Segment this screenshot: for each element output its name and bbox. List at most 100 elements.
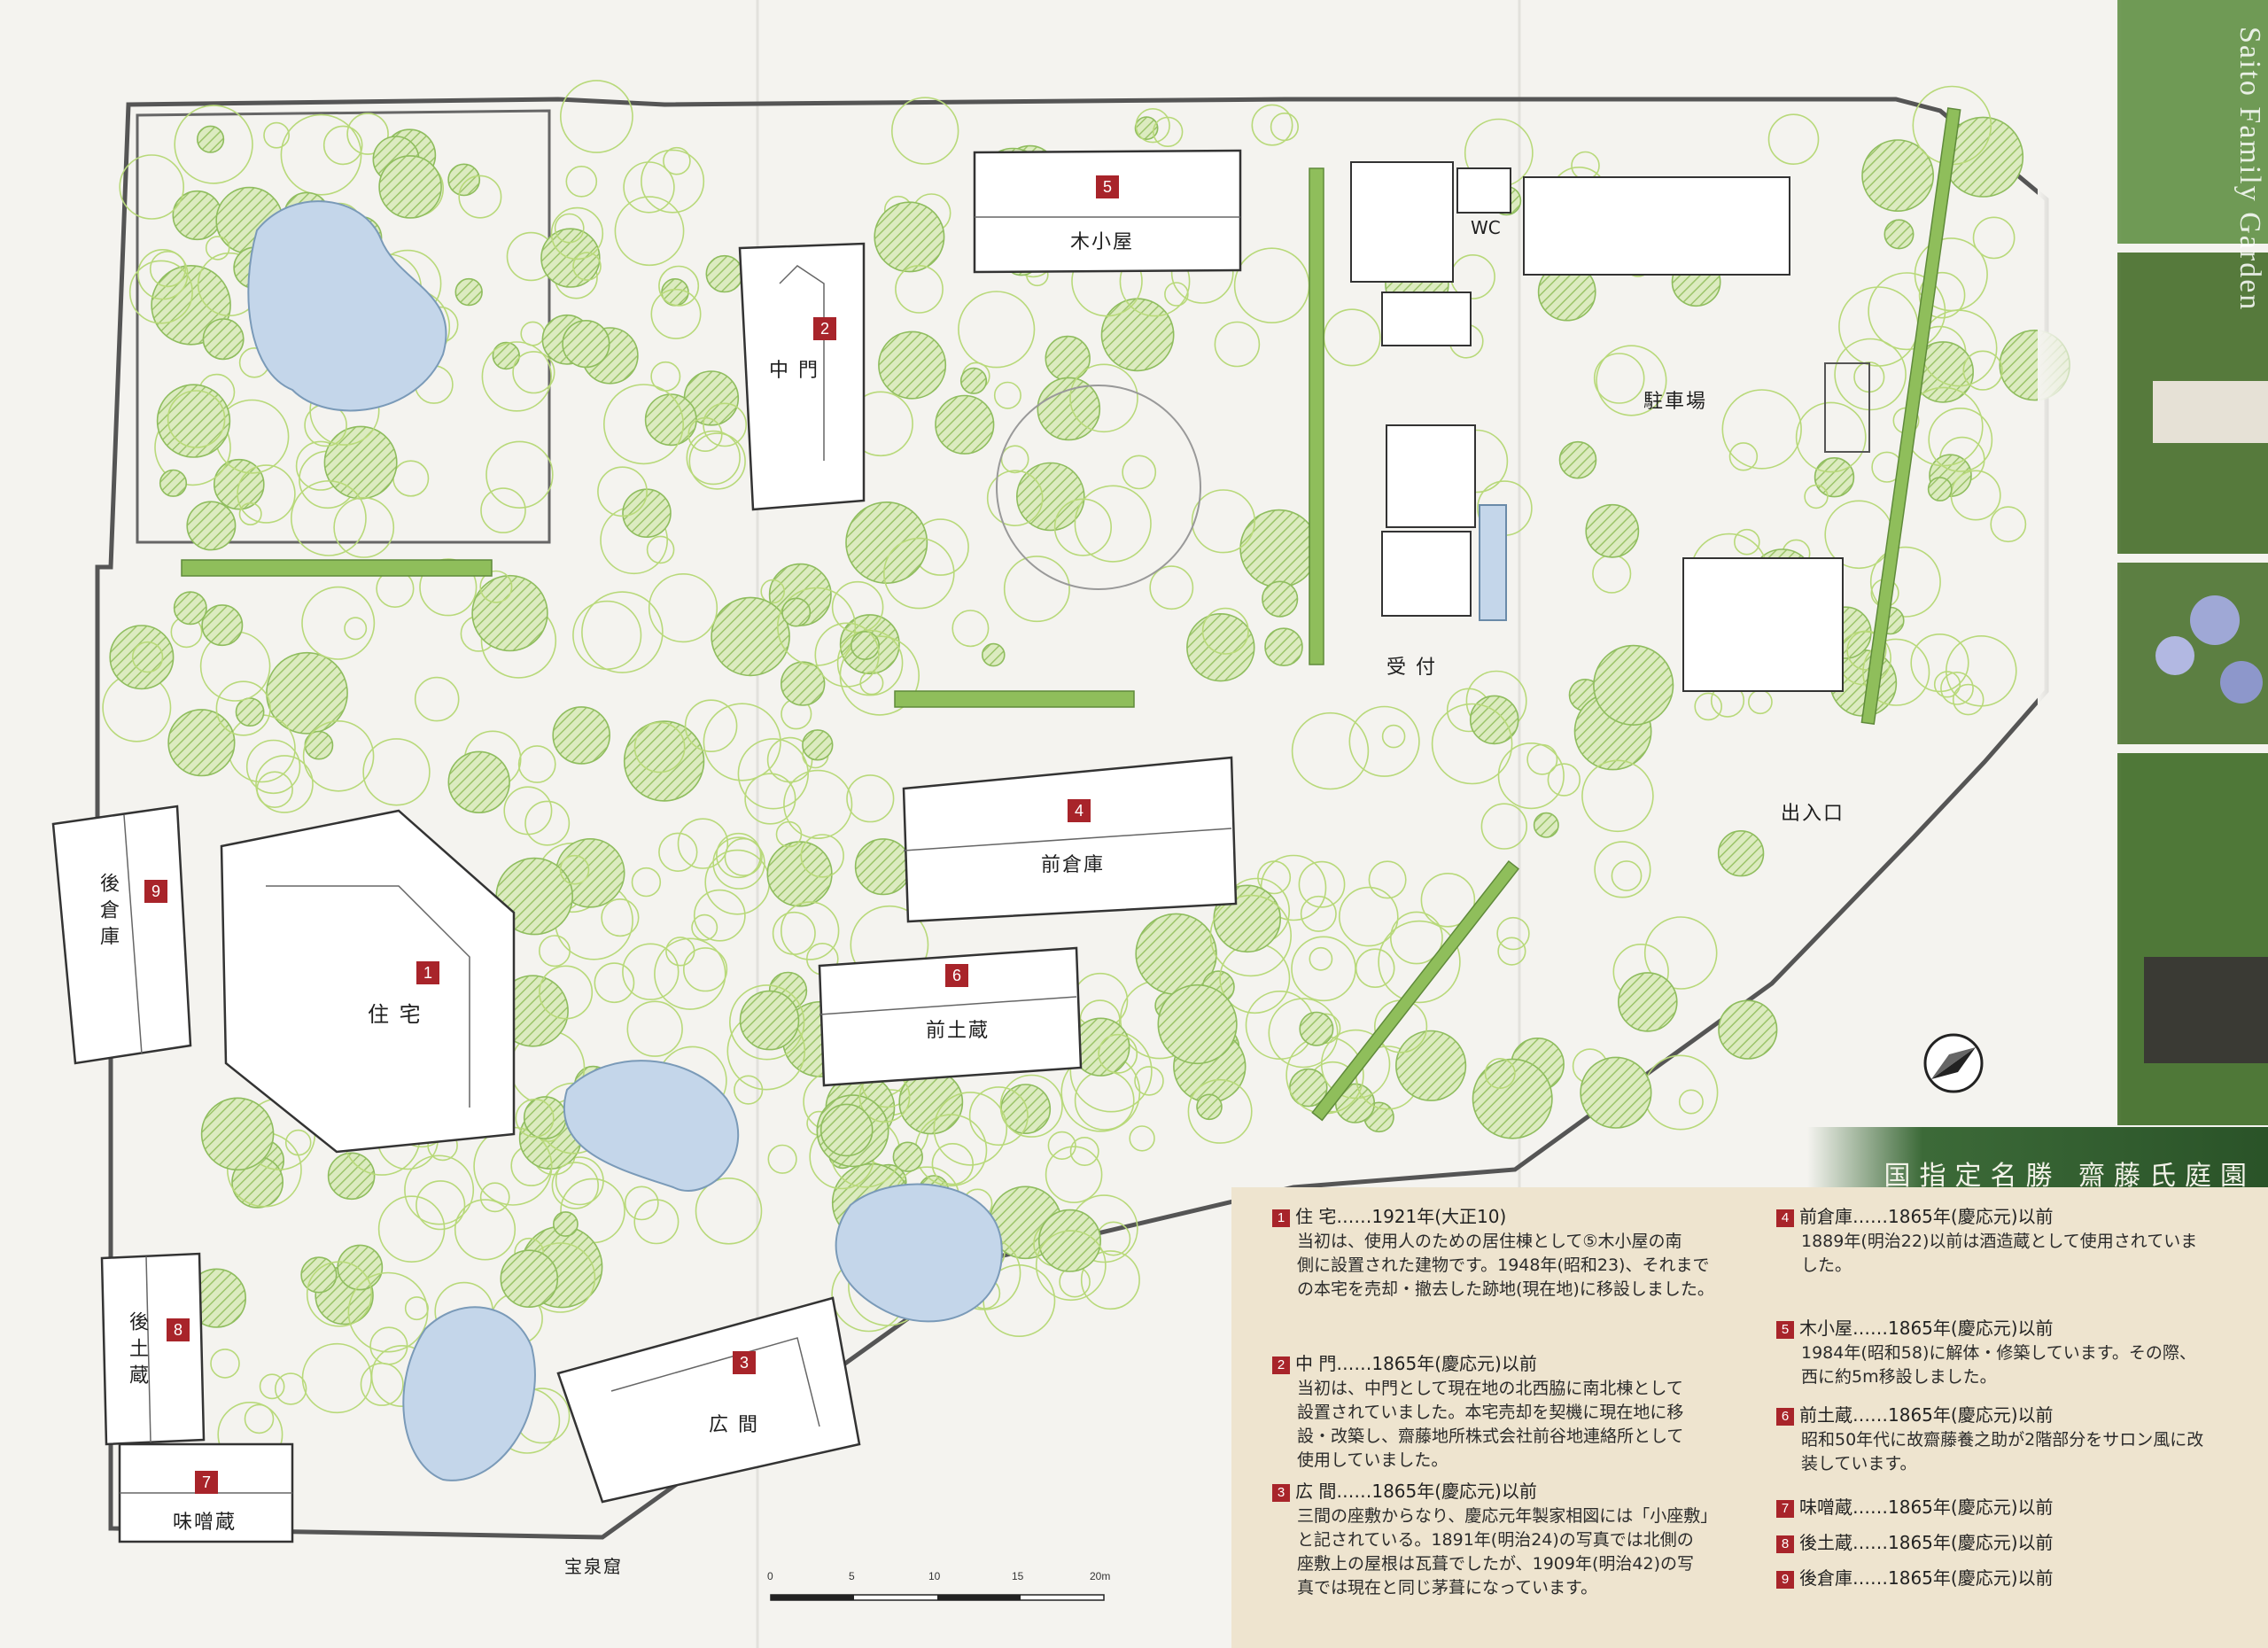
tree-canopy xyxy=(479,570,513,603)
tree-canopy xyxy=(1972,216,2016,260)
tree-canopy xyxy=(1268,998,1339,1069)
tree-canopy xyxy=(1209,894,1293,977)
tree-canopy xyxy=(1861,139,1934,212)
tree-canopy xyxy=(1884,219,1915,250)
tree-canopy xyxy=(174,105,253,184)
tree-canopy xyxy=(1962,350,2003,391)
tree-canopy xyxy=(772,911,816,955)
tree-canopy xyxy=(565,166,598,198)
tree-canopy xyxy=(210,1349,240,1379)
tree-canopy xyxy=(728,984,805,1061)
tree-canopy xyxy=(1348,705,1420,777)
tree-canopy xyxy=(1299,1011,1334,1046)
tree-canopy xyxy=(658,832,698,872)
tree-canopy xyxy=(1045,335,1091,382)
tree-canopy xyxy=(1251,104,1293,146)
legend-line: 使用していました。 xyxy=(1297,1450,1449,1470)
tree-canopy xyxy=(711,596,790,677)
legend-line: 1984年(昭和58)に解体・修築しています。その際、 xyxy=(1801,1343,2196,1363)
tree-canopy xyxy=(633,1199,680,1245)
tree-canopy xyxy=(623,161,675,214)
legend-line: 装しています。 xyxy=(1801,1454,1917,1473)
tree-canopy xyxy=(1868,272,1946,351)
building-label-front-storehouse: 前倉庫 xyxy=(1041,854,1106,876)
tree-canopy xyxy=(1035,1230,1107,1302)
tree-canopy xyxy=(631,867,662,898)
tree-canopy xyxy=(173,591,207,626)
tree-canopy xyxy=(238,501,262,525)
tree-canopy xyxy=(601,898,640,937)
tree-canopy xyxy=(1558,440,1597,479)
building-label-rear-storehouse: 後倉庫 xyxy=(97,873,119,952)
legend-title: 後倉庫……1865年(慶応元)以前 xyxy=(1799,1567,2054,1589)
tree-canopy xyxy=(895,264,944,314)
tree-canopy xyxy=(280,113,362,196)
tree-canopy xyxy=(814,622,880,688)
tree-canopy xyxy=(739,990,800,1051)
tree-canopy xyxy=(781,597,812,627)
tree-canopy xyxy=(931,1142,975,1185)
tree-canopy xyxy=(377,1195,446,1263)
tree-canopy xyxy=(933,1092,1008,1166)
tree-canopy xyxy=(712,836,765,890)
tree-canopy xyxy=(1270,113,1299,142)
tree-canopy xyxy=(1834,338,1907,411)
tree-canopy xyxy=(1047,1131,1076,1160)
garage-2 xyxy=(1682,557,1844,692)
tree-canopy xyxy=(1918,271,1966,319)
tree-canopy xyxy=(1378,920,1461,1004)
tree-canopy xyxy=(819,1103,874,1157)
tree-canopy xyxy=(538,935,571,968)
tree-canopy xyxy=(766,841,833,907)
legend-line: と記されている。1891年(明治24)の写真では北側の xyxy=(1297,1530,1694,1550)
tree-canopy xyxy=(705,254,743,293)
outbuilding xyxy=(1350,161,1454,283)
tree-canopy xyxy=(1394,1030,1467,1101)
tree-canopy xyxy=(1164,282,1189,307)
legend-title: 中 門……1865年(慶応元)以前 xyxy=(1295,1353,1537,1374)
tree-canopy xyxy=(622,943,680,1000)
tree-canopy xyxy=(1000,445,1029,474)
scale-tick: 0 xyxy=(767,1570,773,1582)
tree-canopy xyxy=(1233,247,1310,324)
tree-canopy xyxy=(404,1296,429,1321)
scale-tick: 15 xyxy=(1012,1570,1024,1582)
pool xyxy=(1479,504,1507,621)
tree-canopy xyxy=(874,201,945,273)
tree-canopy xyxy=(1580,1056,1652,1129)
legend-number: 2 xyxy=(1272,1356,1290,1374)
tree-canopy xyxy=(1069,363,1138,433)
legend-number: 6 xyxy=(1776,1408,1794,1426)
roof-ridge xyxy=(819,996,1077,1015)
hedge xyxy=(894,690,1135,708)
tree-canopy xyxy=(323,425,398,500)
outbuilding xyxy=(1386,424,1476,528)
compass-icon xyxy=(1923,1033,1984,1093)
tree-canopy xyxy=(959,367,988,394)
wc-label: WC xyxy=(1471,217,1501,238)
tree-canopy xyxy=(306,1261,373,1327)
tree-canopy xyxy=(935,394,995,455)
tree-canopy xyxy=(378,155,442,219)
tree-canopy xyxy=(392,460,430,497)
tree-canopy xyxy=(1484,1058,1516,1090)
tree-canopy xyxy=(684,699,738,753)
tree-canopy xyxy=(554,213,585,244)
building-number-5: 5 xyxy=(1096,175,1119,198)
building-label-middle-gate: 中 門 xyxy=(769,360,819,382)
tree-canopy xyxy=(552,706,611,765)
tree-canopy xyxy=(846,774,895,823)
roof-ridge xyxy=(123,814,143,1055)
legend-title: 広 間……1865年(慶応元)以前 xyxy=(1295,1481,1537,1502)
tree-canopy xyxy=(1990,506,2027,543)
tree-canopy xyxy=(346,113,389,155)
roof-ridge xyxy=(266,885,470,1108)
tree-canopy xyxy=(682,947,728,992)
building-number-7: 7 xyxy=(195,1471,218,1494)
tree-canopy xyxy=(1748,689,1773,715)
legend-number: 1 xyxy=(1272,1209,1290,1227)
inner-wall xyxy=(136,109,551,544)
tree-canopy xyxy=(259,1373,285,1400)
